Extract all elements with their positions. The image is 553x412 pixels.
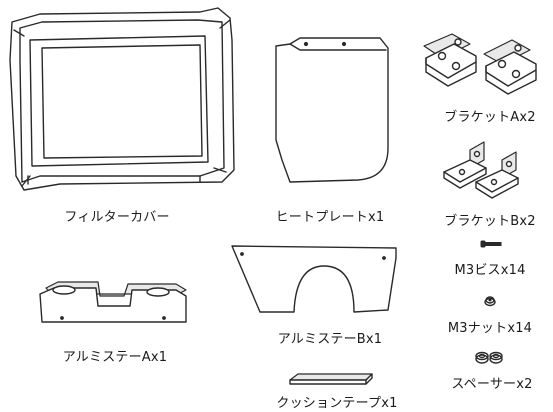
m3-nut-label: M3ナットx14	[447, 321, 533, 336]
bracket-b-illustration	[443, 141, 519, 199]
cushion-tape-illustration	[289, 373, 373, 385]
heat-plate-label: ヒートプレートx1	[275, 210, 385, 225]
aluminum-stay-a-label: アルミステーAx1	[62, 350, 168, 365]
m3-nut-icon	[484, 296, 496, 307]
aluminum-stay-b-label: アルミステーBx1	[277, 332, 383, 347]
filter-cover-illustration	[9, 7, 235, 191]
filter-cover-label: フィルターカバー	[64, 210, 170, 225]
cushion-tape-label: クッションテープx1	[276, 396, 398, 411]
bracket-a-label: ブラケットAx2	[444, 110, 536, 125]
spacer-label: スペーサーx2	[451, 377, 533, 392]
m3-screw-icon	[480, 240, 502, 248]
aluminum-stay-a-illustration	[39, 281, 187, 323]
spacer-icon	[475, 351, 503, 364]
m3-screw-label: M3ビスx14	[454, 263, 526, 278]
aluminum-stay-b-illustration	[231, 245, 397, 313]
heat-plate-illustration	[275, 37, 389, 183]
bracket-b-label: ブラケットBx2	[444, 214, 536, 229]
bracket-a-illustration	[423, 33, 537, 95]
